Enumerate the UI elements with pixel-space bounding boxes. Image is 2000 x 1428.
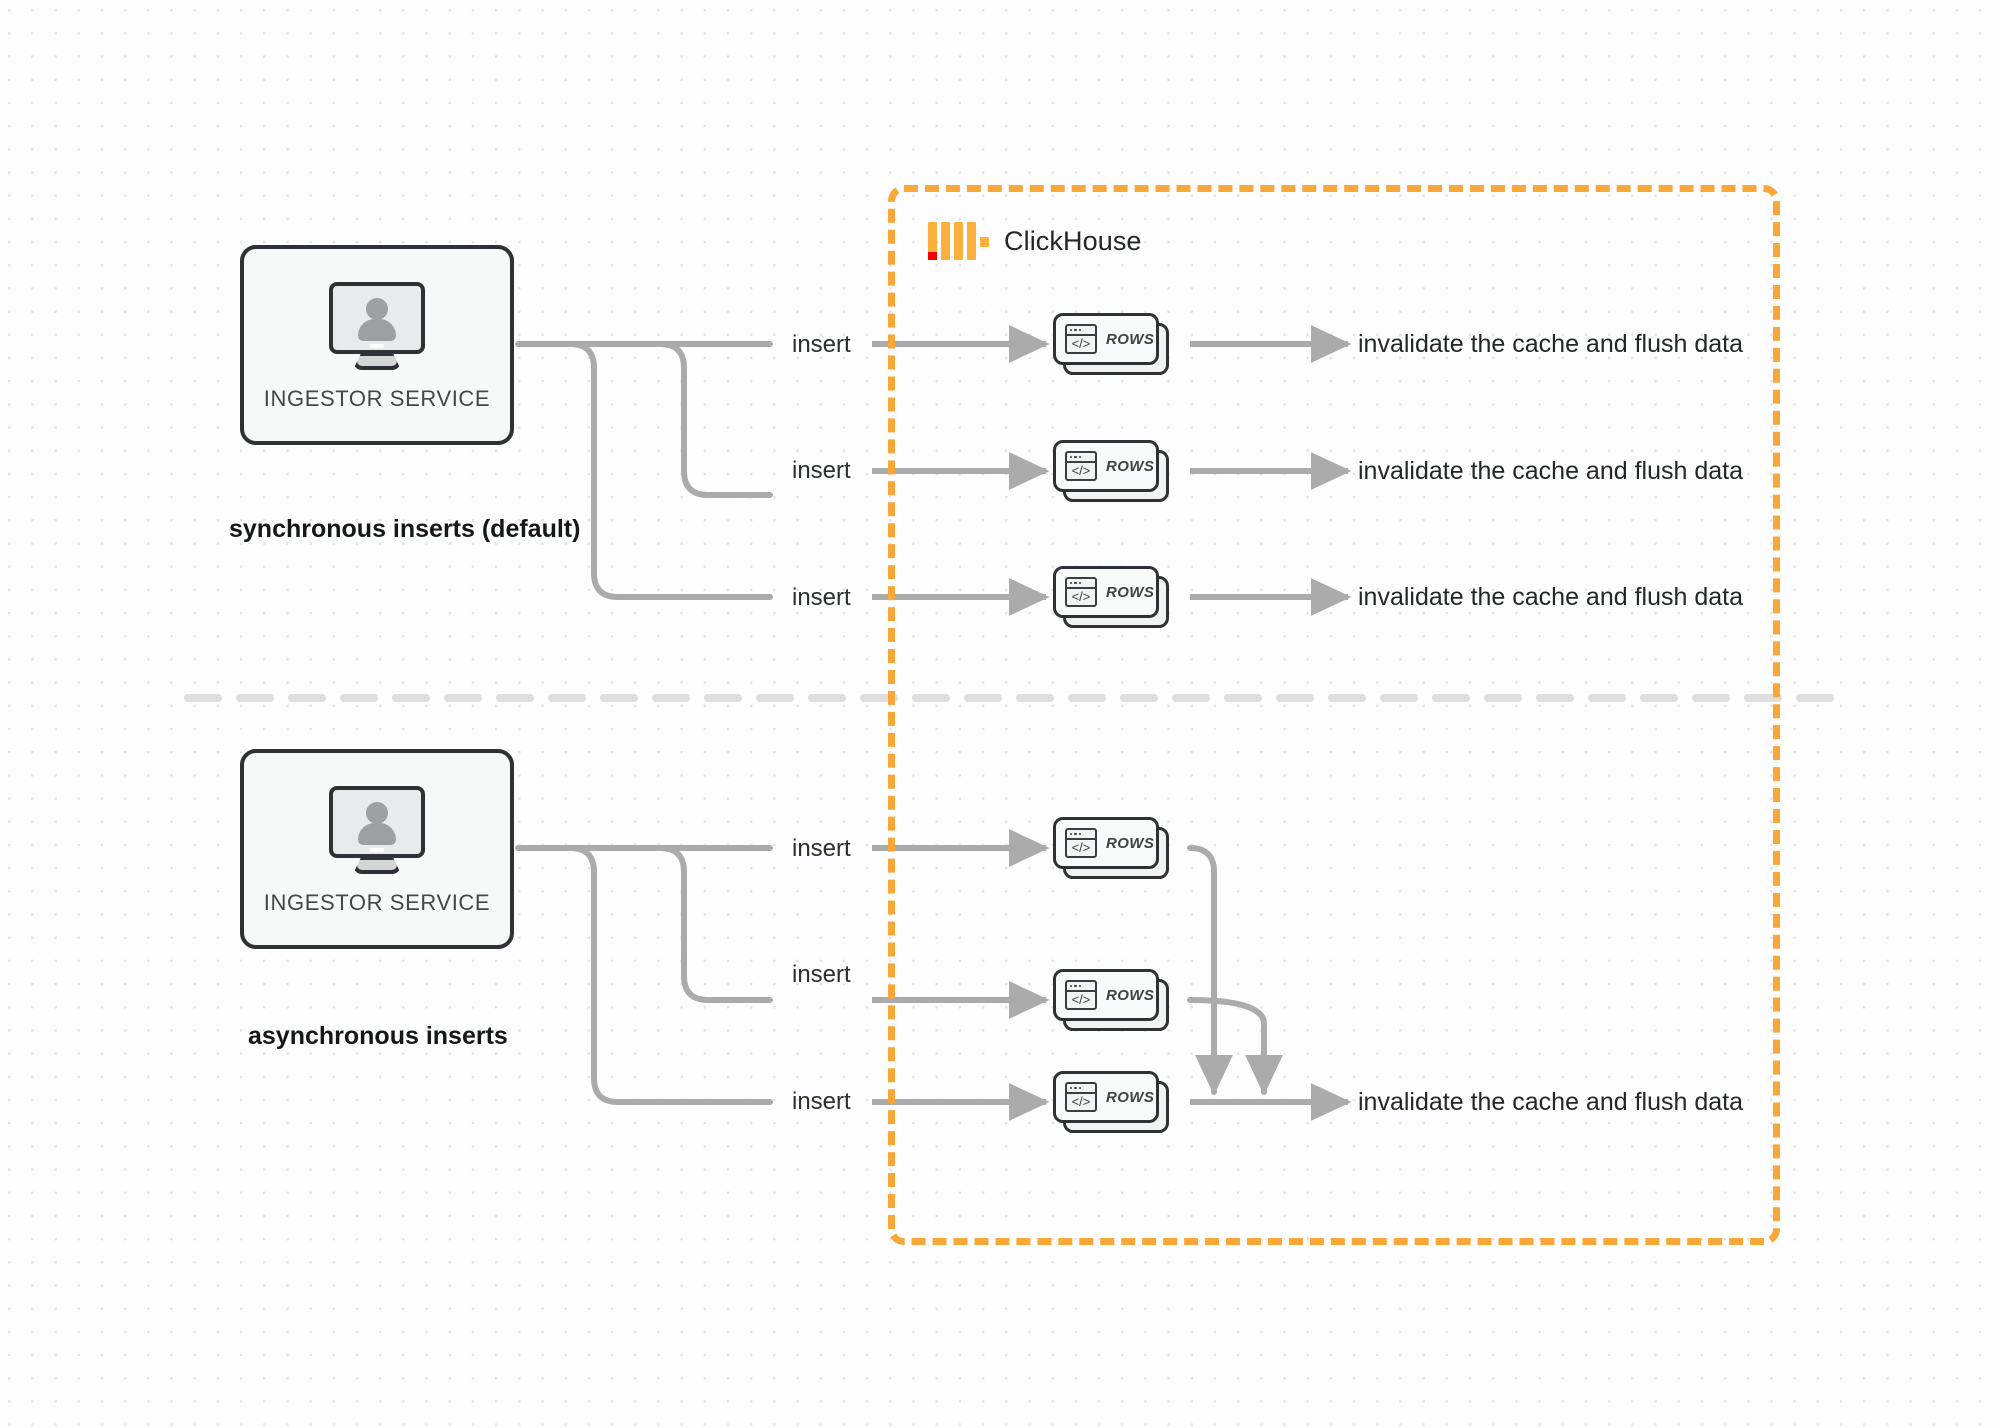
sync-rows-node-3[interactable]: </> ROWS	[1053, 566, 1169, 628]
code-window-icon: </>	[1065, 577, 1097, 607]
clickhouse-logo-icon	[928, 222, 989, 260]
sync-branch-wires	[515, 341, 773, 600]
async-section-caption: asynchronous inserts	[248, 1022, 508, 1050]
async-ingestor-service-label: INGESTOR SERVICE	[263, 890, 491, 915]
sync-rows-node-1[interactable]: </> ROWS	[1053, 313, 1169, 375]
sync-rows-node-label-2: ROWS	[1106, 457, 1155, 475]
code-window-icon: </>	[1065, 1082, 1097, 1112]
sync-rows-node-2[interactable]: </> ROWS	[1053, 440, 1169, 502]
sync-rows-node-label-1: ROWS	[1106, 330, 1155, 348]
async-rows-node-label-3: ROWS	[1106, 1088, 1155, 1106]
clickhouse-brand-label: ClickHouse	[1004, 225, 1142, 256]
async-rows-node-3[interactable]: </> ROWS	[1053, 1071, 1169, 1133]
clickhouse-brand: ClickHouse	[928, 222, 1142, 260]
async-rows-node-label-2: ROWS	[1106, 986, 1155, 1004]
sync-ingestor-service[interactable]: INGESTOR SERVICE	[240, 245, 514, 445]
code-window-icon: </>	[1065, 451, 1097, 481]
sync-flush-label-2: invalidate the cache and flush data	[1358, 457, 1743, 485]
async-ingestor-service[interactable]: INGESTOR SERVICE	[240, 749, 514, 949]
monitor-user-icon	[329, 786, 425, 874]
sync-flush-label-1: invalidate the cache and flush data	[1358, 330, 1743, 358]
async-flush-label: invalidate the cache and flush data	[1358, 1088, 1743, 1116]
sync-rows-node-label-3: ROWS	[1106, 583, 1155, 601]
sync-section-caption: synchronous inserts (default)	[229, 515, 581, 543]
async-insert-label-3: insert	[792, 1088, 851, 1115]
async-rows-node-1[interactable]: </> ROWS	[1053, 817, 1169, 879]
async-branch-wires	[515, 845, 773, 1105]
monitor-user-icon	[329, 282, 425, 370]
sync-insert-label-1: insert	[792, 331, 851, 358]
sync-flush-label-3: invalidate the cache and flush data	[1358, 583, 1743, 611]
code-window-icon: </>	[1065, 980, 1097, 1010]
async-insert-label-2: insert	[792, 961, 851, 988]
async-rows-node-2[interactable]: </> ROWS	[1053, 969, 1169, 1031]
sync-insert-label-2: insert	[792, 457, 851, 484]
clickhouse-boundary	[888, 185, 1780, 1245]
code-window-icon: </>	[1065, 324, 1097, 354]
code-window-icon: </>	[1065, 828, 1097, 858]
sync-insert-label-3: insert	[792, 584, 851, 611]
sync-ingestor-service-label: INGESTOR SERVICE	[263, 386, 491, 411]
async-insert-label-1: insert	[792, 835, 851, 862]
async-rows-node-label-1: ROWS	[1106, 834, 1155, 852]
